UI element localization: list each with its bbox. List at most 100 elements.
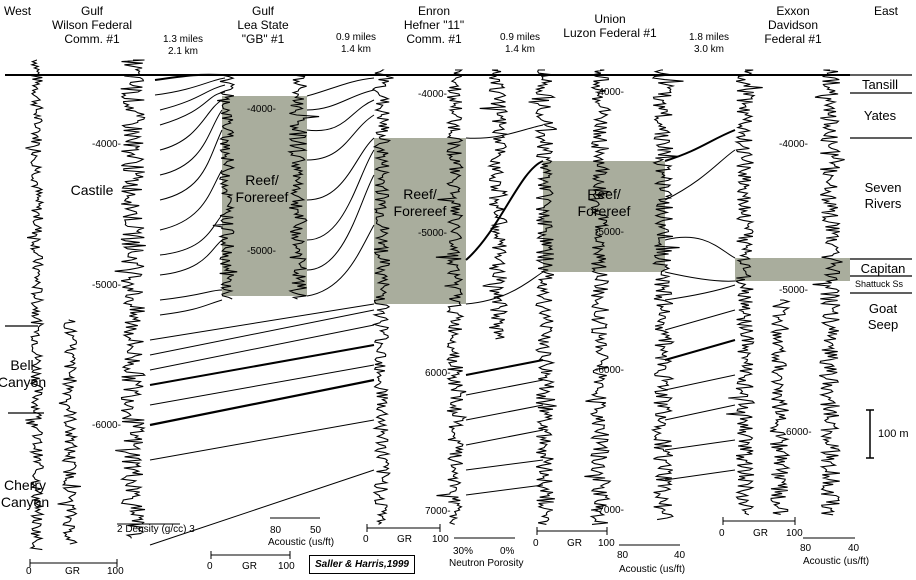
axis-w4-gr: GR xyxy=(567,538,582,549)
formation-boundaries xyxy=(850,74,912,294)
correlation-line xyxy=(664,309,736,331)
correlation-line xyxy=(465,429,544,446)
correlation-line xyxy=(465,359,544,376)
log-trace-w5-gr2 xyxy=(769,299,791,515)
axis-w4-acoustic: Acoustic (us/ft) xyxy=(619,564,686,575)
correlation-line xyxy=(159,84,226,111)
depth-w3-5000: -5000- xyxy=(418,228,447,239)
log-trace-w5-acoustic xyxy=(812,69,845,516)
correlation-line xyxy=(154,77,226,96)
log-trace-w1-gr-lower xyxy=(57,319,81,545)
depth-w5-6000: 6000- xyxy=(786,427,812,438)
axis-w4-gr-0: 0 xyxy=(533,538,539,549)
correlation-line xyxy=(159,214,223,256)
correlation-line xyxy=(149,419,375,461)
axis-w1-gr-0: 0 xyxy=(26,566,32,577)
log-trace-w5-gr xyxy=(726,69,763,516)
depth-w4-5000: -5000- xyxy=(595,227,624,238)
correlation-line xyxy=(149,324,375,371)
correlation-line xyxy=(664,284,736,301)
citation-box: Saller & Harris,1999 xyxy=(309,555,415,574)
axis-w1-gr-100: 100 xyxy=(107,566,124,577)
axis-bars xyxy=(29,517,855,567)
correlation-line xyxy=(664,404,736,421)
log-trace-w1-gr xyxy=(25,59,45,551)
axis-np0: 0% xyxy=(500,546,515,557)
axis-density: 2 Density (g/cc) 3 xyxy=(117,524,195,535)
well-log-traces xyxy=(25,59,845,551)
log-trace-w2-gr xyxy=(212,74,238,300)
formation-tansill: Tansill xyxy=(861,77,899,92)
reef-box-w3 xyxy=(374,138,466,304)
west-label: West xyxy=(4,4,32,18)
axis-w3-gr: GR xyxy=(397,534,412,545)
log-trace-w4-acoustic xyxy=(650,69,684,521)
reef-box-w4 xyxy=(543,161,665,272)
correlation-lines xyxy=(149,73,736,546)
log-trace-w1-density xyxy=(114,59,146,539)
correlation-line xyxy=(306,174,375,271)
correlation-line xyxy=(664,469,736,481)
axis-w4-ac80: 80 xyxy=(617,550,629,561)
depth-w4-4000: -4000- xyxy=(595,87,624,98)
formation-castile: Castile xyxy=(70,182,114,198)
correlation-line xyxy=(159,99,223,151)
log-trace-w3-gr xyxy=(371,69,394,525)
axis-w2-acoustic: Acoustic (us/ft) xyxy=(268,537,335,548)
axis-w3-gr-0: 0 xyxy=(363,534,369,545)
axis-w2-ac80: 80 xyxy=(270,525,282,536)
correlation-line xyxy=(149,378,375,427)
correlation-line xyxy=(306,114,375,161)
correlation-line xyxy=(465,124,544,139)
correlation-line xyxy=(465,459,544,471)
depth-w1-6000: -6000- xyxy=(92,420,121,431)
depth-w1-4000: -4000- xyxy=(92,139,121,150)
correlation-line xyxy=(149,309,375,356)
axis-w2-ac50: 50 xyxy=(310,525,322,536)
correlation-line xyxy=(664,129,736,162)
axis-w5-gr: GR xyxy=(753,528,768,539)
correlation-line xyxy=(159,109,223,176)
formation-yates: Yates xyxy=(863,108,897,123)
axis-neutron: Neutron Porosity xyxy=(449,558,524,569)
left-formation-ticks xyxy=(5,325,44,414)
depth-w3-7000: 7000- xyxy=(425,506,451,517)
depth-w4-7000: -7000- xyxy=(595,505,624,516)
correlation-line xyxy=(664,439,736,451)
correlation-line xyxy=(306,89,375,111)
correlation-line xyxy=(159,129,223,201)
correlation-line xyxy=(306,149,375,241)
depth-w3-4000: -4000- xyxy=(418,89,447,100)
axis-w1-gr: GR xyxy=(65,566,80,577)
log-trace-w3-neutron xyxy=(479,69,509,340)
axis-w5-gr-0: 0 xyxy=(719,528,725,539)
reef-box-w5 xyxy=(735,258,850,281)
correlation-line xyxy=(159,289,223,301)
axis-w2-gr: GR xyxy=(242,561,257,572)
axis-w5-ac40: 40 xyxy=(848,543,860,554)
depth-w1-5000: -5000- xyxy=(92,280,121,291)
reef-label-w4: Reef/Forereef xyxy=(577,186,631,219)
correlation-line xyxy=(664,374,736,391)
axis-w4-ac40: 40 xyxy=(674,550,686,561)
correlation-line xyxy=(306,224,375,297)
axis-w5-acoustic: Acoustic (us/ft) xyxy=(803,556,870,567)
axis-w2-gr-100: 100 xyxy=(278,561,295,572)
axis-w4-gr-100: 100 xyxy=(598,538,615,549)
correlation-line xyxy=(149,344,375,386)
correlation-line xyxy=(664,339,736,361)
log-trace-w4-gr xyxy=(528,69,558,525)
correlation-line xyxy=(306,137,375,201)
depth-w4-6000: -6000- xyxy=(595,365,624,376)
correlation-line xyxy=(465,379,544,396)
reef-label-w2: Reef/Forereef xyxy=(235,172,289,205)
